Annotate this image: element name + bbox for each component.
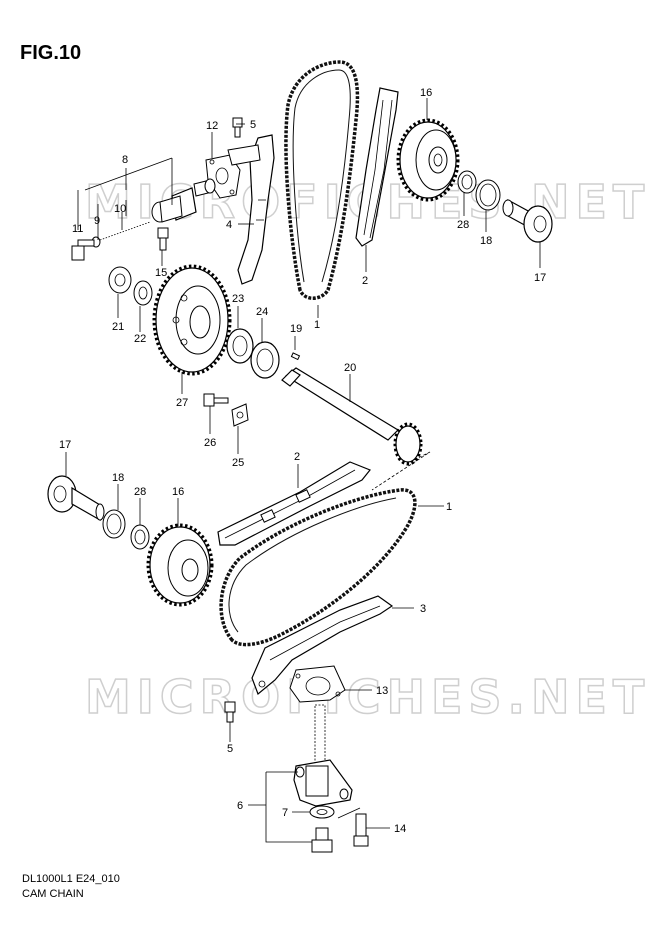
part-16-cam-sprocket-lower [146,523,214,607]
callout-26: 26 [204,437,216,449]
part-8-tensioner-assembly-upper [151,178,216,223]
part-18-o-ring-upper-inner [479,183,497,207]
part-2-chain-guide-upper [355,87,399,247]
part-5-bolt-upper [232,117,243,138]
callout-5-lower: 5 [227,743,233,755]
part-24-bearing [250,341,280,379]
part-18-o-ring-lower [102,509,126,539]
part-14-bolt [353,813,369,847]
callout-10: 10 [114,203,126,215]
part-16-cam-sprocket-upper [396,118,460,202]
callout-17-upper: 17 [534,272,546,284]
part-28-washer-upper [457,170,477,194]
part-22-washer [133,280,153,306]
part-20-shaft [281,367,423,466]
callout-7: 7 [282,807,288,819]
part-19-key [290,352,301,361]
footer-caption: CAM CHAIN [22,888,84,900]
callout-17-lower: 17 [59,439,71,451]
callout-24: 24 [256,306,268,318]
part-23-bearing [226,328,254,364]
part-5-bolt-lower [224,701,236,723]
callout-20: 20 [344,362,356,374]
callout-18-lower: 18 [112,472,124,484]
watermark-bottom: MICROFICHES.NET [85,670,650,724]
callout-15: 15 [155,267,167,279]
part-17-idler-shaft-upper [502,198,553,243]
part-1-cam-chain-lower [219,488,417,647]
part-13-gasket-lower [289,665,346,703]
part-4-tensioner-adjuster [227,134,275,285]
callout-labels: 8 12 5 4 9 10 11 15 1 2 16 28 18 17 21 2… [59,87,546,835]
part-7-washer [309,805,335,819]
part-1-cam-chain-upper [284,60,360,300]
part-18-o-ring-lower-inner [106,513,122,535]
callout-1-lower: 1 [446,501,452,513]
part-28-washer-upper-hole [461,174,473,190]
callout-2-upper: 2 [362,275,368,287]
part-15-bolt [157,227,169,251]
callout-14: 14 [394,823,406,835]
callout-2-lower: 2 [294,451,300,463]
callout-16-upper: 16 [420,87,432,99]
leader-lines [65,98,541,843]
callout-11: 11 [72,223,83,235]
callout-12: 12 [206,120,218,132]
part-17-idler-shaft-lower [47,475,105,522]
part-6-plug-bolt [311,827,333,853]
part-3-tensioner-guide [251,595,394,695]
part-28-washer-lower-hole [134,529,146,545]
callout-5-upper: 5 [250,119,256,131]
callout-3: 3 [420,603,426,615]
part-27-drive-gear [152,264,232,376]
callout-28-lower: 28 [134,486,146,498]
callout-25: 25 [232,457,244,469]
callout-16-lower: 16 [172,486,184,498]
callout-6: 6 [237,800,243,812]
callout-22: 22 [134,333,146,345]
part-11-bolt [71,239,95,261]
part-28-washer-lower [130,524,150,550]
callout-28-upper: 28 [457,219,469,231]
callout-21: 21 [112,321,124,333]
callout-4: 4 [226,219,232,231]
part-25-plate [231,403,249,427]
part-2-chain-guide-lower [217,461,371,546]
callout-1-upper: 1 [314,319,320,331]
callout-13: 13 [376,685,388,697]
part-26-bolt [203,393,229,407]
figure-title: FIG.10 [20,42,82,64]
part-6-tensioner-assembly-lower [293,704,353,807]
callout-19: 19 [290,323,302,335]
part-21-nut [108,266,132,294]
callout-9: 9 [94,215,100,227]
callout-27: 27 [176,397,188,409]
callout-8: 8 [122,154,128,166]
callout-18-upper: 18 [480,235,492,247]
callout-23: 23 [232,293,244,305]
footer-code: DL1000L1 E24_010 [22,873,120,885]
